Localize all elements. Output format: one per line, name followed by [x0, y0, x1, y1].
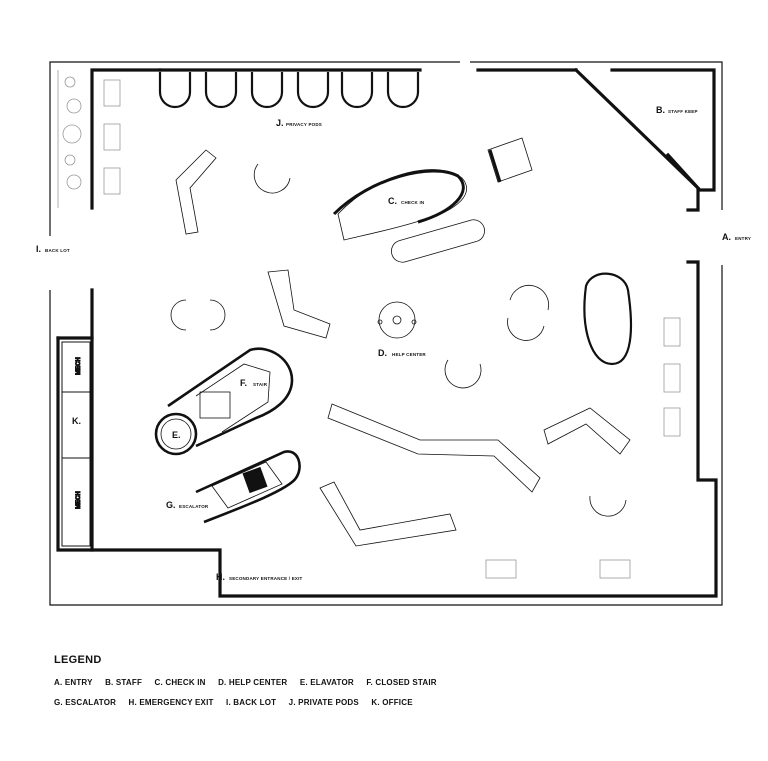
- label-c-text: CHECK IN: [401, 200, 424, 205]
- label-d-code: D.: [378, 348, 387, 358]
- office-block: MECH MECH: [61, 341, 91, 547]
- label-e-code: E.: [172, 430, 181, 440]
- label-a-code: A.: [722, 232, 731, 242]
- escalator: [195, 450, 301, 524]
- label-f-text: STAIR: [253, 382, 268, 387]
- label-b-code: B.: [656, 105, 665, 115]
- floor-plan: MECH MECH: [36, 61, 751, 606]
- legend-title: LEGEND: [54, 654, 102, 666]
- legend-item-staff: B. STAFF: [105, 678, 143, 687]
- help-center: [377, 301, 417, 339]
- label-f-code: F.: [240, 378, 247, 388]
- legend-item-closed-stair: F. CLOSED STAIR: [366, 678, 437, 687]
- legend-item-check-in: C. CHECK IN: [154, 678, 206, 687]
- legend-item-escalator: G. ESCALATOR: [54, 698, 117, 707]
- back-lot-strip: [57, 70, 121, 208]
- label-h-text: SECONDARY ENTRANCE / EXIT: [229, 576, 303, 581]
- label-a-text: ENTRY: [735, 236, 751, 241]
- seating-banks: [175, 149, 633, 547]
- privacy-pods: [158, 72, 420, 109]
- check-in-counter: [332, 137, 533, 263]
- label-j-code: J.: [276, 118, 284, 128]
- plan-labels: B. STAFF KEEP J. PRIVACY PODS C. CHECK I…: [36, 105, 751, 582]
- legend-item-emergency-exit: H. EMERGENCY EXIT: [128, 698, 214, 707]
- legend-row-2: G. ESCALATOR H. EMERGENCY EXIT I. BACK L…: [54, 698, 754, 707]
- label-g-code: G.: [166, 500, 176, 510]
- legend-row-1: A. ENTRY B. STAFF C. CHECK IN D. HELP CE…: [54, 678, 754, 687]
- mech-label-bottom: MECH: [76, 491, 82, 509]
- mech-label-top: MECH: [76, 357, 82, 375]
- label-d-text: HELP CENTER: [392, 352, 426, 357]
- walls: [56, 67, 718, 598]
- label-b-text: STAFF KEEP: [668, 109, 698, 114]
- stair-elevator: [154, 347, 294, 456]
- outer-boundary: [49, 61, 723, 606]
- label-i-code: I.: [36, 244, 41, 254]
- legend-item-help-center: D. HELP CENTER: [218, 678, 288, 687]
- legend-item-office: K. OFFICE: [371, 698, 413, 707]
- label-h-code: H.: [216, 572, 225, 582]
- legend-item-back-lot: I. BACK LOT: [226, 698, 277, 707]
- label-j-text: PRIVACY PODS: [286, 122, 322, 127]
- round-booths: [170, 163, 627, 517]
- label-c-code: C.: [388, 196, 397, 206]
- legend: LEGEND A. ENTRY B. STAFF C. CHECK IN D. …: [54, 654, 754, 718]
- legend-item-entry: A. ENTRY: [54, 678, 93, 687]
- legend-item-elevator: E. ELAVATOR: [299, 678, 354, 687]
- right-lounge: [485, 317, 681, 579]
- label-k-code: K.: [72, 416, 81, 426]
- label-g-text: ESCALATOR: [179, 504, 209, 509]
- label-i-text: BACK LOT: [45, 248, 70, 253]
- legend-item-private-pods: J. PRIVATE PODS: [288, 698, 359, 707]
